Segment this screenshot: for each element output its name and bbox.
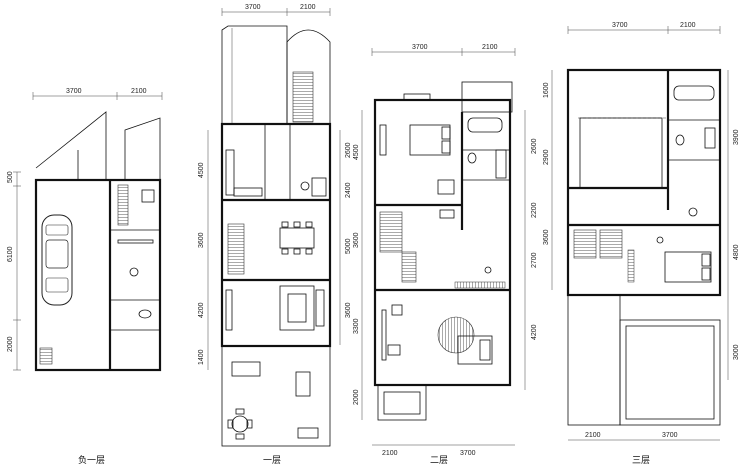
first-left-dimensions: 4500 3600 4200 1400 — [198, 130, 209, 370]
basement-side-dimensions: 500 6100 2000 — [7, 171, 21, 371]
first-dim-top-1: 3700 — [245, 4, 261, 11]
third-top-dimensions: 3700 2100 — [567, 22, 721, 34]
second-top-dimensions: 3700 2100 — [371, 44, 516, 56]
first-floor-plan: 3700 2100 4500 3600 4200 1400 2600 2400 … — [198, 4, 352, 466]
round-rug-icon — [437, 316, 475, 354]
first-dim-left-1: 4500 — [198, 162, 205, 178]
second-dim-left-1: 4500 — [353, 144, 360, 160]
basement-dim-top-2: 2100 — [131, 88, 147, 95]
second-caption: 二层 — [430, 455, 448, 466]
third-dim-bottom-2: 3700 — [662, 432, 678, 439]
second-dim-right-4: 4200 — [531, 324, 538, 340]
second-bottom-dimensions: 2100 3700 — [372, 444, 515, 457]
second-dim-left-2: 3600 — [353, 232, 360, 248]
first-dim-right-2: 2400 — [345, 182, 352, 198]
second-dim-bottom-2: 3700 — [460, 450, 476, 457]
second-outer-wall — [373, 98, 512, 387]
basement-top-dimensions: 3700 2100 — [32, 88, 163, 100]
third-dim-left-1: 1600 — [543, 82, 550, 98]
third-dim-right-1: 3900 — [733, 129, 740, 145]
third-dim-bottom-1: 2100 — [585, 432, 601, 439]
car-icon — [41, 214, 73, 306]
basement-dim-side-2: 6100 — [7, 246, 14, 262]
second-floor-plan: 3700 2100 4500 3600 3300 2000 2600 2200 … — [353, 44, 538, 466]
first-caption: 一层 — [263, 455, 281, 466]
third-floor-plan: 3700 2100 1600 2900 3600 3900 4800 3000 … — [543, 22, 740, 466]
third-dim-right-2: 4800 — [733, 244, 740, 260]
third-bed-icon — [664, 251, 712, 283]
third-dim-right-3: 3000 — [733, 344, 740, 360]
first-dim-left-2: 3600 — [198, 232, 205, 248]
basement-dim-side-1: 500 — [7, 171, 14, 183]
dining-table-icon — [279, 221, 315, 255]
third-bottom-dimensions: 2100 3700 — [568, 432, 720, 441]
second-dim-right-2: 2200 — [531, 202, 538, 218]
first-dim-right-3: 5000 — [345, 238, 352, 254]
first-top-dimensions: 3700 2100 — [221, 4, 331, 16]
third-dim-left-2: 2900 — [543, 149, 550, 165]
second-dim-left-3: 3300 — [353, 318, 360, 334]
first-dim-left-3: 4200 — [198, 302, 205, 318]
second-right-dimensions: 2600 2200 2700 4200 — [524, 110, 538, 390]
basement-outer-wall — [34, 178, 162, 372]
third-dim-left-3: 3600 — [543, 229, 550, 245]
basement-plan: 3700 2100 500 6100 2000 — [7, 88, 163, 466]
third-dim-top-1: 3700 — [612, 22, 628, 29]
basement-dim-top-1: 3700 — [66, 88, 82, 95]
second-left-dimensions: 4500 3600 3300 2000 — [353, 110, 363, 420]
first-dim-left-4: 1400 — [198, 349, 205, 365]
second-dim-bottom-1: 2100 — [382, 450, 398, 457]
third-dim-top-2: 2100 — [680, 22, 696, 29]
first-dim-top-2: 2100 — [300, 4, 316, 11]
basement-dim-side-3: 2000 — [7, 336, 14, 352]
first-right-dimensions: 2600 2400 5000 3600 — [339, 130, 352, 345]
bed-icon — [409, 124, 451, 156]
second-dim-left-4: 2000 — [353, 389, 360, 405]
third-left-dimensions: 1600 2900 3600 — [543, 70, 553, 290]
first-stairs — [227, 223, 245, 275]
third-outer-wall — [566, 68, 722, 297]
patio-table-icon — [227, 408, 253, 440]
second-dim-right-3: 2700 — [531, 252, 538, 268]
sofa-set-icon — [279, 285, 325, 331]
second-dim-top-1: 3700 — [412, 44, 428, 51]
third-right-dimensions: 3900 4800 3000 — [727, 70, 740, 380]
second-dim-right-1: 2600 — [531, 138, 538, 154]
third-caption: 三层 — [632, 455, 650, 466]
first-dim-right-4: 3600 — [345, 302, 352, 318]
first-dim-right-1: 2600 — [345, 142, 352, 158]
third-stairs — [573, 229, 597, 259]
second-stairs — [379, 211, 403, 253]
basement-caption: 负一层 — [78, 454, 105, 466]
second-dim-top-2: 2100 — [482, 44, 498, 51]
